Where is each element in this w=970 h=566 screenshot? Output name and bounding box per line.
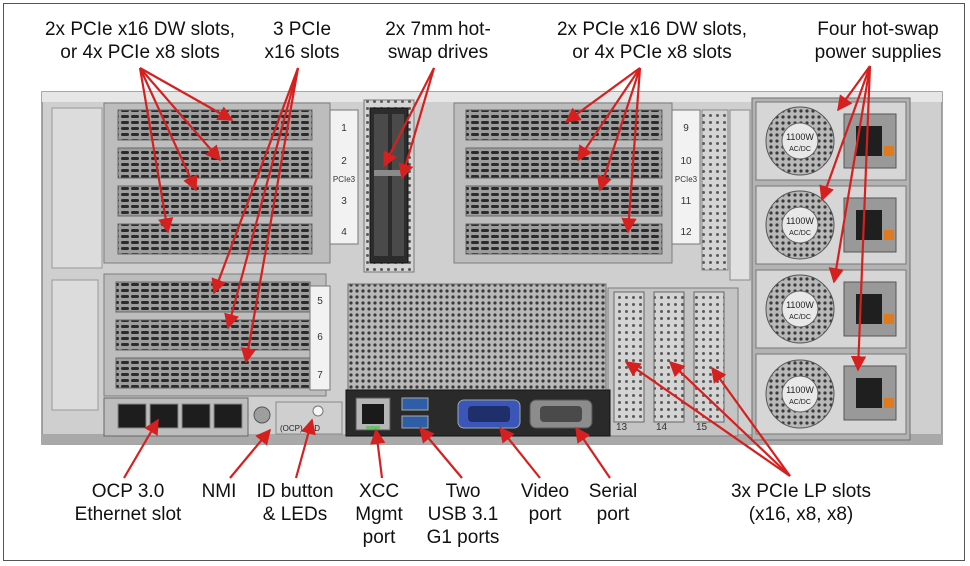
psu-1-type: AC/DC xyxy=(789,146,811,153)
psu-4-type: AC/DC xyxy=(789,399,811,406)
psu-1-rating: 1100W xyxy=(786,132,814,142)
label-pcie-x16: 3 PCIe x16 slots xyxy=(264,19,340,63)
label-video: Video port xyxy=(520,481,570,525)
psu-2 xyxy=(755,185,907,265)
label-ocp: OCP 3.0 Ethernet slot xyxy=(74,481,182,525)
riser-cage-right xyxy=(453,102,751,281)
slot-3-number: 3 xyxy=(341,196,347,207)
label-lp-slots: 3x PCIe LP slots (x16, x8, x8) xyxy=(730,481,872,525)
slot-6-number: 6 xyxy=(317,332,323,343)
psu-3 xyxy=(755,269,907,349)
psu-1 xyxy=(755,101,907,181)
lp-slot-14-number: 14 xyxy=(656,422,668,433)
slot-10-number: 10 xyxy=(680,156,692,167)
psu-2-type: AC/DC xyxy=(789,230,811,237)
pcie3-left-mark: PCIe3 xyxy=(333,175,356,184)
slot-1-number: 1 xyxy=(341,123,347,134)
callout-arrows xyxy=(123,65,872,479)
label-xcc: XCC Mgmt port xyxy=(355,481,403,548)
psu-3-type: AC/DC xyxy=(789,314,811,321)
psu-3-rating: 1100W xyxy=(786,300,814,310)
io-panel xyxy=(345,389,611,437)
center-grill xyxy=(347,283,607,391)
slot-5-number: 5 xyxy=(317,296,323,307)
ocp-slot xyxy=(103,397,343,437)
label-nmi: NMI xyxy=(201,481,237,502)
label-power-supplies: Four hot-swap power supplies xyxy=(814,19,942,63)
slot-7-number: 7 xyxy=(317,370,323,381)
slot-2-number: 2 xyxy=(341,156,347,167)
label-drives: 2x 7mm hot- swap drives xyxy=(385,19,491,63)
lp-slot-15-number: 15 xyxy=(696,422,708,433)
riser-cage-left xyxy=(103,102,359,264)
psu-2-rating: 1100W xyxy=(786,216,814,226)
lp-slot-13-number: 13 xyxy=(616,422,628,433)
label-id-button: ID button & LEDs xyxy=(256,481,334,525)
label-serial: Serial port xyxy=(588,481,638,525)
slot-9-number: 9 xyxy=(683,123,689,134)
drive-bay xyxy=(363,99,415,273)
pcie3-right-mark: PCIe3 xyxy=(675,175,698,184)
label-top-left-slots: 2x PCIe x16 DW slots, or 4x PCIe x8 slot… xyxy=(44,19,236,63)
label-usb: Two USB 3.1 G1 ports xyxy=(426,481,500,548)
ocp-mark: (OCP) xyxy=(280,424,303,433)
slot-4-number: 4 xyxy=(341,227,347,238)
psu-4 xyxy=(755,353,907,435)
psu-4-rating: 1100W xyxy=(786,385,814,395)
slot-11-number: 11 xyxy=(681,196,692,207)
slot-12-number: 12 xyxy=(680,227,692,238)
id-mark: ID xyxy=(312,424,320,433)
label-top-right-slots: 2x PCIe x16 DW slots, or 4x PCIe x8 slot… xyxy=(556,19,748,63)
riser-cage-lower xyxy=(103,273,331,397)
power-supplies xyxy=(751,97,911,441)
